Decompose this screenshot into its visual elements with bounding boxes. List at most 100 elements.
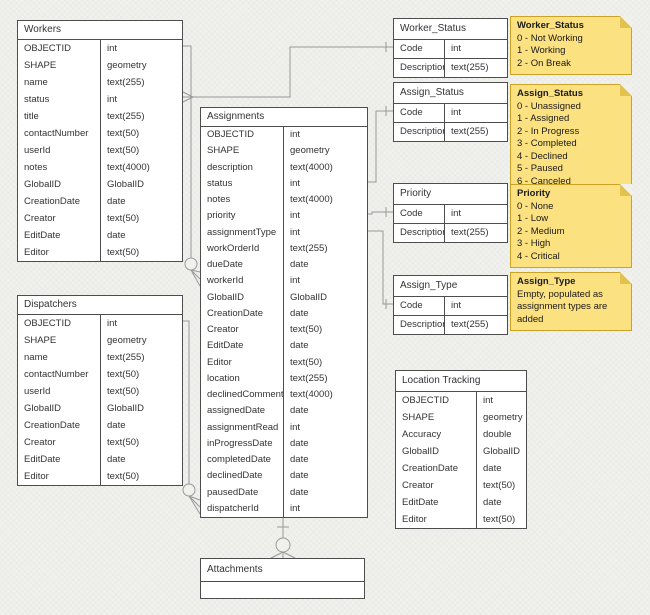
table-field-row: Code int <box>394 297 507 315</box>
field-type: GlobalID <box>476 443 526 460</box>
field-type: int <box>100 40 182 57</box>
field-name: GlobalID <box>402 446 439 457</box>
field-type: date <box>283 484 367 501</box>
connector-assignments-to-attachments[interactable] <box>270 515 296 559</box>
field-type: text(50) <box>100 210 182 227</box>
field-name: GlobalID <box>24 179 61 190</box>
field-type: text(50) <box>100 125 182 142</box>
field-type: date <box>476 494 526 511</box>
connector-assignments-status-to-assign-status[interactable] <box>368 106 393 183</box>
field-type: date <box>100 451 182 468</box>
field-name: notes <box>207 194 231 205</box>
table-title[interactable]: Assign_Type <box>394 276 507 297</box>
table-title[interactable]: Assign_Status <box>394 83 507 104</box>
field-name: dispatcherId <box>207 502 259 514</box>
table-title[interactable]: Location Tracking <box>396 371 526 392</box>
connector-assignments-type-to-assign-type[interactable] <box>368 230 393 309</box>
field-name: Code <box>400 300 423 311</box>
note-line: 2 - On Break <box>517 57 571 69</box>
field-type: text(50) <box>283 322 367 339</box>
field-type: geometry <box>476 409 526 426</box>
field-name: completedDate <box>207 454 271 465</box>
connector-workers-status-to-worker-status[interactable] <box>182 42 393 103</box>
table-title[interactable]: Assignments <box>201 108 367 127</box>
field-type: date <box>100 227 182 244</box>
note-line: 5 - Paused <box>517 163 563 174</box>
note-line: assignment types are added <box>517 301 608 325</box>
field-type: text(50) <box>476 477 526 494</box>
table-title[interactable]: Attachments <box>201 559 364 582</box>
field-name: CreationDate <box>24 196 80 207</box>
field-name: userId <box>24 145 51 156</box>
field-type: int <box>283 208 367 225</box>
field-type: text(50) <box>100 434 182 451</box>
field-name: name <box>24 352 48 363</box>
note-line: 0 - Unassigned <box>517 100 581 112</box>
field-type: text(50) <box>100 244 182 261</box>
table-title[interactable]: Priority <box>394 184 507 205</box>
field-type: date <box>283 452 367 469</box>
table-field-row: GlobalID GlobalID <box>396 443 526 460</box>
field-type: int <box>444 297 507 315</box>
field-name: Editor <box>24 247 49 258</box>
table-title[interactable]: Workers <box>18 21 182 40</box>
table-field-row: priority int <box>201 208 367 225</box>
field-name: SHAPE <box>207 145 240 157</box>
field-type: int <box>444 40 507 58</box>
table-title[interactable]: Worker_Status <box>394 19 507 40</box>
field-type: text(4000) <box>100 159 182 176</box>
field-type: text(4000) <box>283 192 367 209</box>
field-type: text(50) <box>100 366 182 383</box>
connector-dispatchers-to-assignments-dispatcherid[interactable] <box>182 320 201 515</box>
connector-workers-to-assignments-workerid[interactable] <box>183 45 201 287</box>
field-type: int <box>283 419 367 436</box>
note-line: 2 - Medium <box>517 225 565 237</box>
note-line: 1 - Working <box>517 45 566 56</box>
table-title[interactable]: Dispatchers <box>18 296 182 315</box>
field-type: text(4000) <box>283 387 367 404</box>
field-name: OBJECTID <box>24 318 71 329</box>
field-type: geometry <box>100 57 182 74</box>
table-attachments[interactable]: Attachments <box>200 558 365 599</box>
field-type: int <box>283 500 367 517</box>
connector-assignments-priority-to-priority[interactable] <box>368 207 393 217</box>
field-type: date <box>283 435 367 452</box>
field-type: text(255) <box>100 349 182 366</box>
field-name: CreationDate <box>402 463 458 474</box>
field-name: description <box>207 161 253 173</box>
field-name: OBJECTID <box>24 43 71 54</box>
field-name: contactNumber <box>24 369 89 380</box>
field-name: priority <box>207 210 236 222</box>
field-type: text(255) <box>283 370 367 387</box>
